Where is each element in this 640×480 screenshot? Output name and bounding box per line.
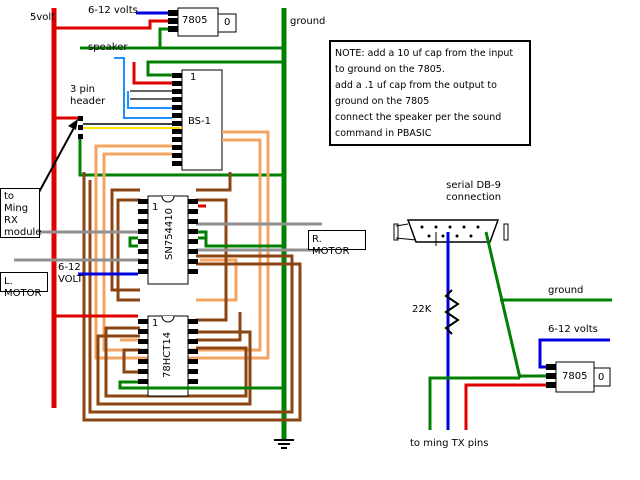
regulator-top xyxy=(168,7,237,37)
bs1-module xyxy=(172,69,223,171)
box-to-ming-rx: to Ming RX module xyxy=(0,188,41,238)
label-speaker: speaker xyxy=(88,42,128,53)
label-3-pin-header: 3 pin header xyxy=(70,84,106,107)
label-supply-left: 6-12 VOLT xyxy=(58,262,83,285)
label-bs1-pin1: 1 xyxy=(190,72,197,83)
label-inverter: 78HCT14 xyxy=(162,331,173,378)
label-inverter-pin1: 1 xyxy=(152,318,159,329)
label-supply-top: 6-12 volts xyxy=(88,5,138,16)
label-supply-right: 6-12 volts xyxy=(548,324,598,335)
label-reg-right: 7805 xyxy=(562,371,588,382)
label-bs1: BS-1 xyxy=(188,116,212,127)
inverter-ic xyxy=(138,315,198,397)
box-l-motor: L. MOTOR xyxy=(0,272,48,299)
label-reg-top-pin: 0 xyxy=(224,17,231,28)
label-driver: SN754410 xyxy=(164,207,175,260)
box-r-motor: R. MOTOR xyxy=(308,230,366,257)
three-pin-header xyxy=(78,116,83,139)
label-5volt: 5volt xyxy=(30,12,56,23)
label-driver-pin1: 1 xyxy=(152,202,159,213)
label-ground-right: ground xyxy=(548,285,584,296)
label-db9: serial DB-9 connection xyxy=(446,180,502,203)
label-ground-top: ground xyxy=(290,16,326,27)
db9-connector xyxy=(393,219,509,243)
resistor-22k xyxy=(444,289,460,335)
motor-leads xyxy=(0,222,322,262)
note-box: NOTE: add a 10 uf cap from the input to … xyxy=(329,40,531,146)
label-reg-right-pin: 0 xyxy=(598,372,605,383)
label-to-ming-tx: to ming TX pins xyxy=(410,438,489,449)
label-reg-top: 7805 xyxy=(182,15,208,26)
motor-driver-ic xyxy=(138,195,198,285)
label-resistor: 22K xyxy=(412,304,432,315)
regulator-right xyxy=(546,361,611,393)
